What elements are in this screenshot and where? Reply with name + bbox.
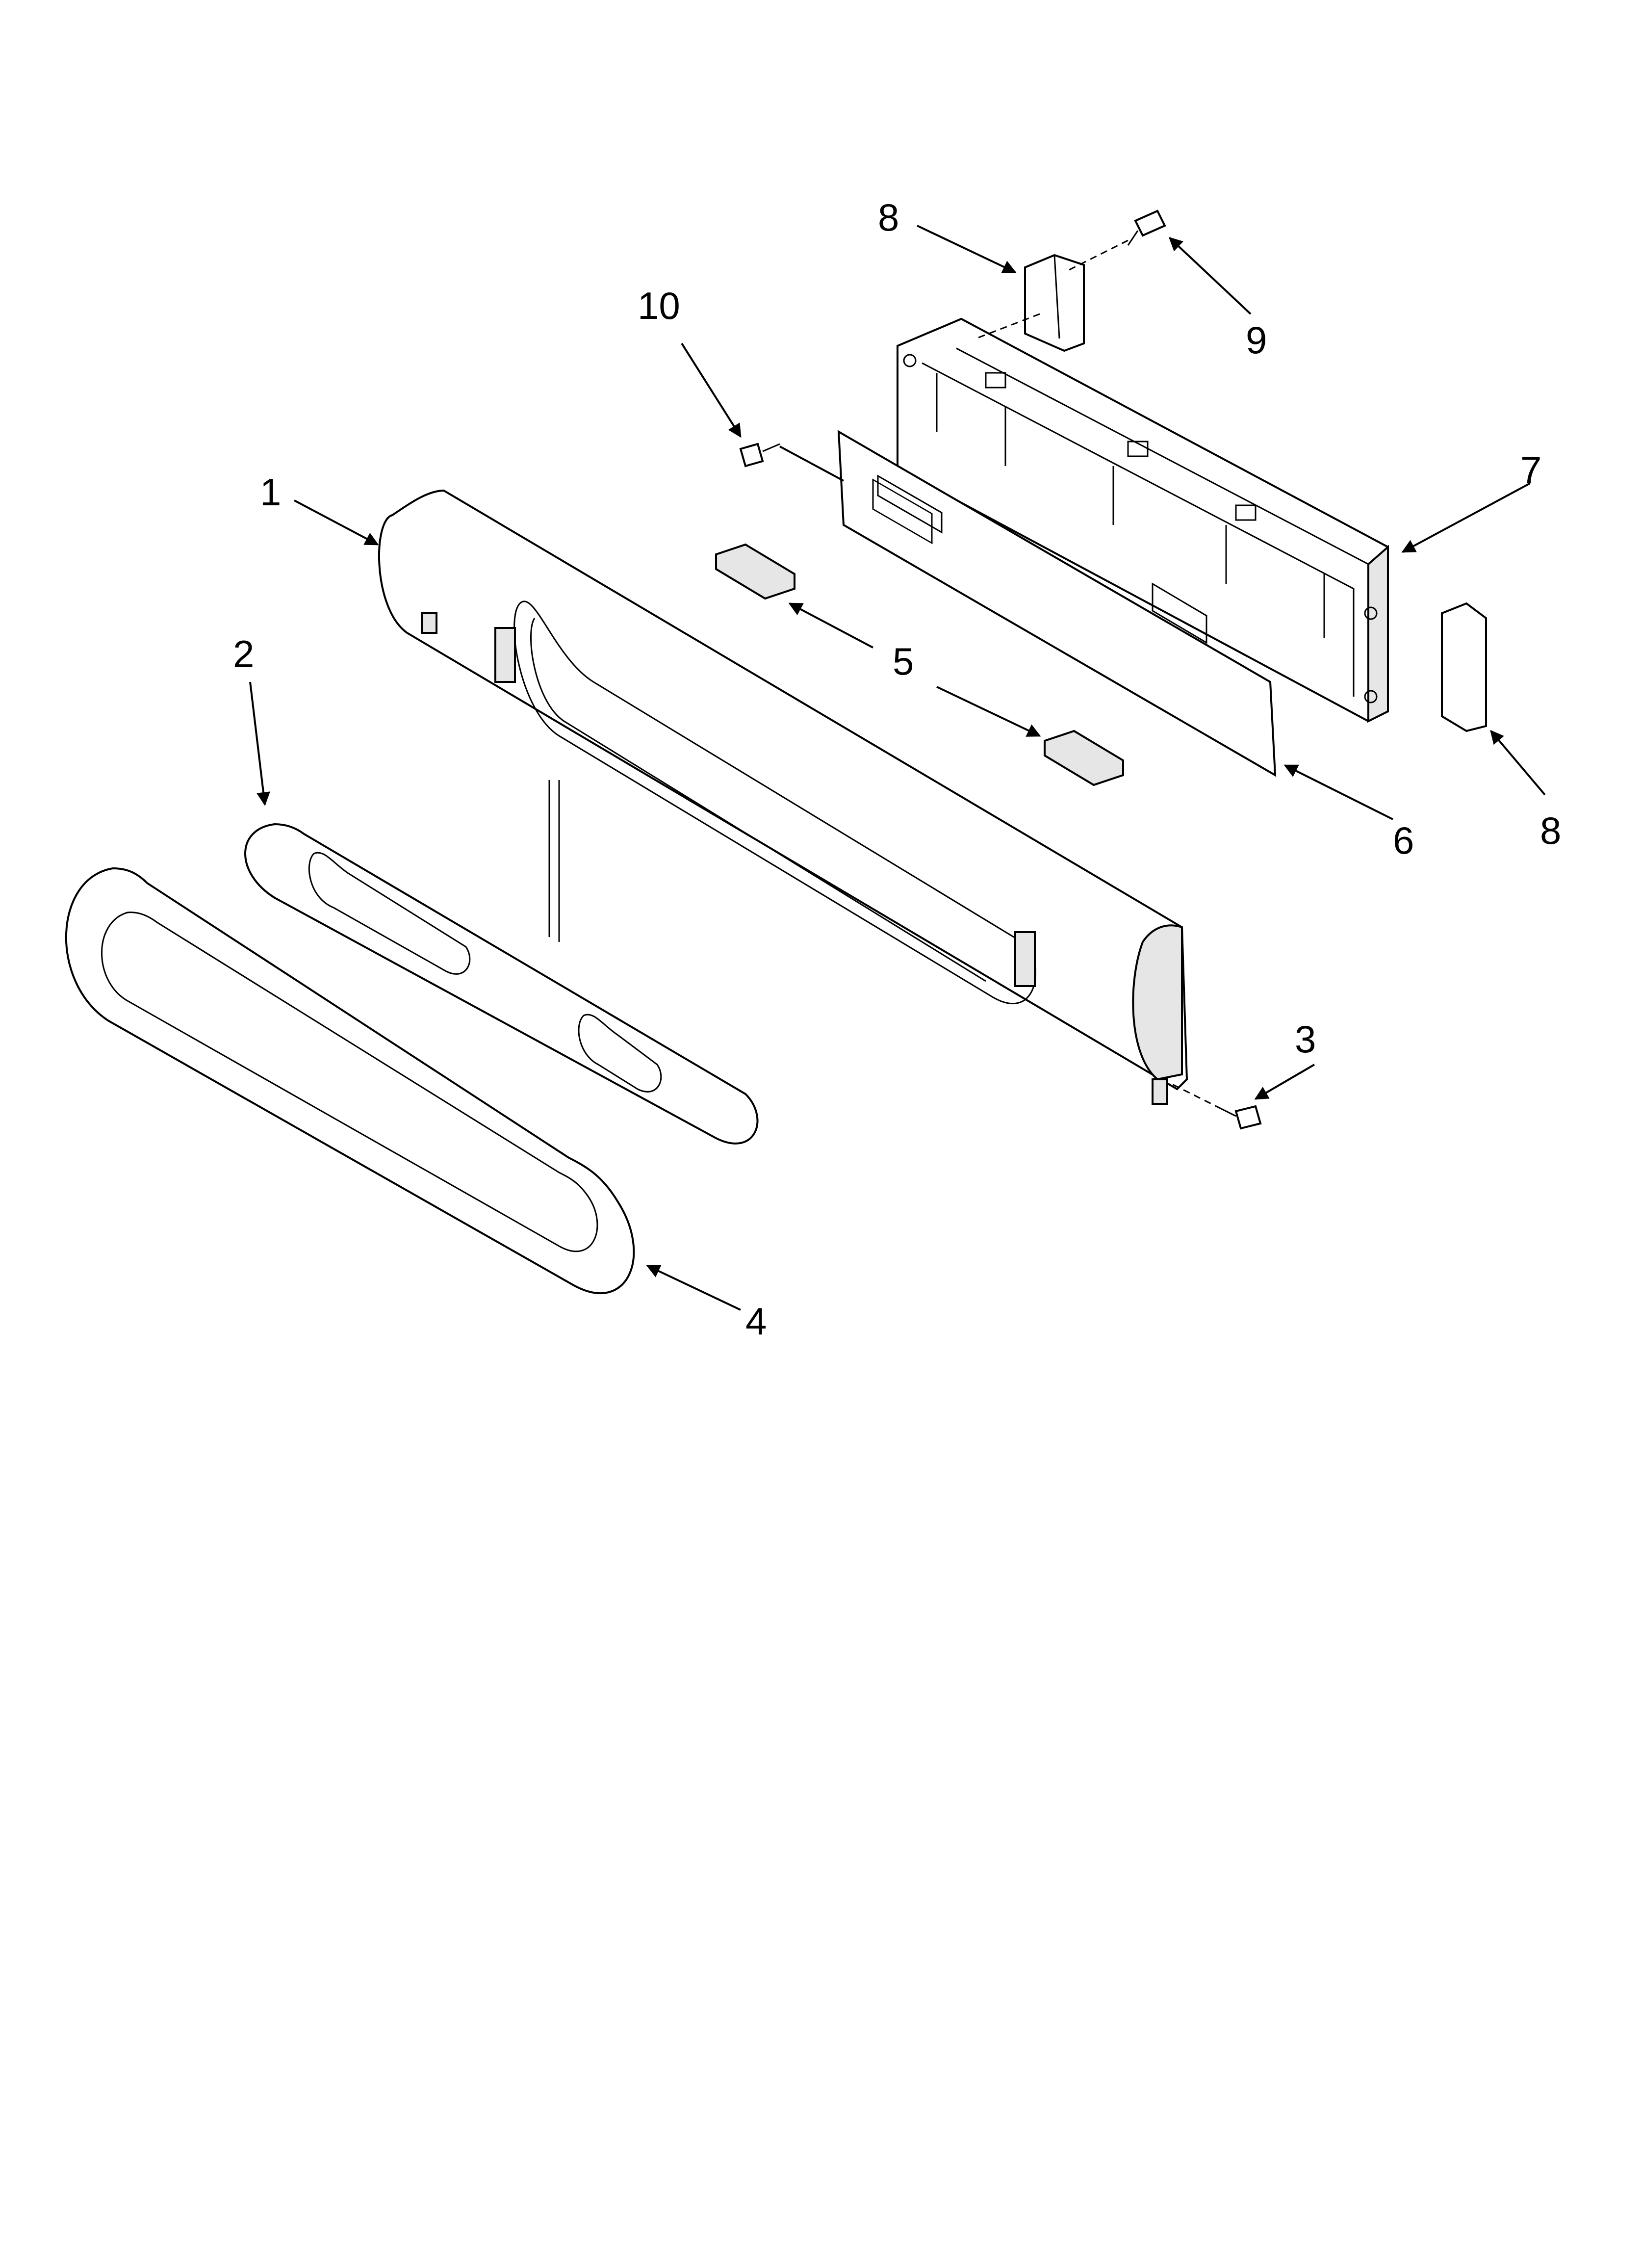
callout-6: 6: [1393, 819, 1414, 862]
leader-6: [1283, 764, 1393, 820]
part-10-screw: [739, 443, 780, 468]
callout-8-upper: 8: [878, 196, 899, 239]
callout-1: 1: [260, 470, 281, 514]
leader-2: [249, 681, 270, 806]
assembly-line-3: [1172, 1083, 1222, 1110]
part-7-control-housing: [897, 317, 1389, 723]
part-5-spacer-lower: [1044, 730, 1124, 786]
callout-2: 2: [233, 632, 254, 676]
part-1-console-panel: [378, 489, 1188, 1105]
leader-7: [1401, 482, 1531, 553]
part-4-trim-ring: [65, 867, 635, 1294]
part-8-bracket-lower: [1441, 602, 1487, 732]
callout-7: 7: [1520, 448, 1541, 492]
callout-8-lower: 8: [1540, 809, 1561, 852]
part-2-keypad-overlay: [244, 780, 759, 1145]
callout-9: 9: [1246, 318, 1267, 362]
part-3-screw: [1221, 1105, 1262, 1130]
leader-5-lower: [936, 686, 1041, 737]
callout-3: 3: [1295, 1017, 1316, 1061]
leader-1: [294, 499, 379, 546]
part-6-circuit-board: [837, 430, 1277, 777]
part-5-spacer-upper: [715, 543, 795, 600]
leader-8-lower: [1490, 730, 1546, 796]
part-9-screw: [1127, 209, 1166, 246]
leader-10: [681, 342, 742, 438]
callout-4: 4: [745, 1300, 767, 1343]
callout-5: 5: [893, 640, 914, 683]
screw-10-line: [779, 445, 844, 482]
leader-4: [646, 1265, 741, 1311]
callout-10: 10: [638, 284, 680, 327]
leader-3: [1254, 1064, 1315, 1100]
leader-8-upper: [917, 225, 1017, 273]
part-8-bracket-upper: [1024, 254, 1085, 352]
leader-9: [1168, 237, 1252, 315]
leader-5-upper: [788, 602, 873, 649]
